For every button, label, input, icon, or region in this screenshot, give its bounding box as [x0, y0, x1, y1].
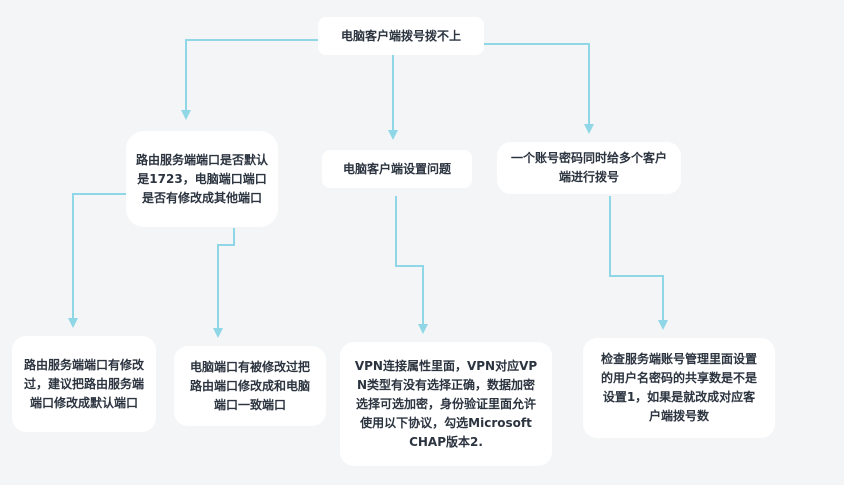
node-pc-port-fix-text: 电脑端口有被修改过把路由端口修改成和电脑端口一致端口 — [189, 359, 310, 412]
arrowhead-port — [181, 110, 191, 120]
node-shared-account-fix: 检查服务端账号管理里面设置的用户名密码的共享数是不是设置1，如果是就改成对应客户… — [583, 338, 775, 438]
connector-root-to-port — [185, 39, 318, 110]
node-client-settings-text: 电脑客户端设置问题 — [342, 161, 451, 176]
node-client-settings-fix: VPN连接属性里面，VPN对应VPN类型有没有选择正确，数据加密选择可选加密，身… — [340, 342, 552, 466]
connector-client-to-fix — [395, 196, 424, 324]
connector-port-to-pc-fix — [217, 228, 235, 328]
node-port-check: 路由服务端端口是否默认是1723，电脑端口端口是否有修改成其他端口 — [126, 131, 278, 227]
node-shared-account: 一个账号密码同时给多个客户端进行拨号 — [497, 142, 681, 194]
root-node-text: 电脑客户端拨号拨不上 — [340, 28, 461, 43]
root-node: 电脑客户端拨号拨不上 — [318, 17, 484, 55]
arrowhead-client — [388, 130, 398, 140]
connector-port-to-router-fix — [72, 193, 126, 318]
node-client-settings-fix-text: VPN连接属性里面，VPN对应VPN类型有没有选择正确，数据加密选择可选加密，身… — [354, 358, 538, 449]
node-shared-account-fix-text: 检查服务端账号管理里面设置的用户名密码的共享数是不是设置1，如果是就改成对应客户… — [600, 352, 757, 423]
arrowhead-account — [584, 124, 594, 134]
node-client-settings: 电脑客户端设置问题 — [322, 150, 472, 188]
node-pc-port-fix: 电脑端口有被修改过把路由端口修改成和电脑端口一致端口 — [174, 346, 326, 426]
node-port-check-text: 路由服务端端口是否默认是1723，电脑端口端口是否有修改成其他端口 — [136, 152, 269, 205]
connector-root-to-account — [484, 43, 590, 124]
node-router-port-fix-text: 路由服务端端口有修改过，建议把路由服务端端口修改成默认端口 — [24, 357, 145, 410]
arrowhead-client-fix — [418, 324, 428, 334]
connector-account-to-fix — [609, 196, 664, 320]
node-router-port-fix: 路由服务端端口有修改过，建议把路由服务端端口修改成默认端口 — [12, 336, 156, 432]
arrowhead-account-fix — [658, 320, 668, 330]
arrowhead-router-fix — [68, 318, 78, 328]
node-shared-account-text: 一个账号密码同时给多个客户端进行拨号 — [510, 151, 667, 184]
arrowhead-pc-fix — [213, 328, 223, 338]
